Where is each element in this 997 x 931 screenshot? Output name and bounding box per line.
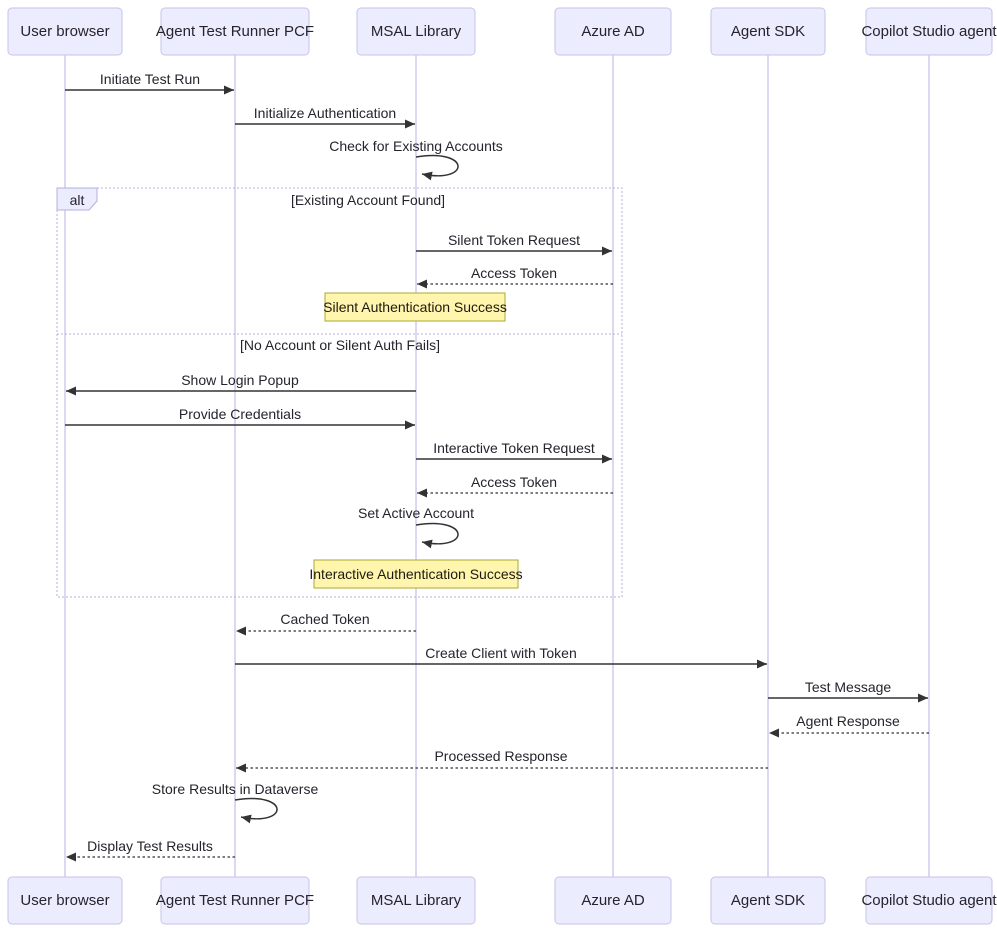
participant-label: Copilot Studio agent bbox=[861, 892, 997, 909]
participant-label: Azure AD bbox=[581, 892, 645, 909]
message-label: Display Test Results bbox=[87, 838, 213, 854]
message-label: Test Message bbox=[805, 679, 892, 695]
participant-agent-sdk-bottom bbox=[710, 876, 826, 925]
participant-agent-test-runner-pcf-top bbox=[160, 7, 310, 56]
alt-label-box bbox=[56, 187, 98, 211]
note-silent-authentication-success bbox=[324, 292, 506, 322]
message-label: Silent Token Request bbox=[448, 232, 580, 248]
messages: Initiate Test Run Initialize Authenticat… bbox=[65, 71, 929, 862]
participants-bottom: User browser Agent Test Runner PCF MSAL … bbox=[7, 876, 997, 925]
alt-guard-2: [No Account or Silent Auth Fails] bbox=[240, 337, 440, 353]
participant-azure-ad-bottom bbox=[554, 876, 672, 925]
self-loop-set-active-account bbox=[415, 522, 459, 549]
participants-top: User browser Agent Test Runner PCF MSAL … bbox=[7, 7, 997, 56]
message-label: Provide Credentials bbox=[179, 406, 301, 422]
participant-label: Agent Test Runner PCF bbox=[156, 23, 314, 40]
participant-label: User browser bbox=[20, 892, 109, 909]
alt-frame bbox=[56, 187, 623, 598]
participant-azure-ad-top bbox=[554, 7, 672, 56]
participant-msal-library-top bbox=[356, 7, 476, 56]
participant-agent-sdk-top bbox=[710, 7, 826, 56]
self-loop-check-for-existing-accounts bbox=[415, 154, 459, 181]
message-label: Show Login Popup bbox=[181, 372, 299, 388]
message-label: Set Active Account bbox=[358, 505, 474, 521]
participant-label: MSAL Library bbox=[371, 892, 462, 909]
message-label: Interactive Token Request bbox=[433, 440, 595, 456]
participant-copilot-studio-agent-top bbox=[865, 7, 993, 56]
participant-msal-library-bottom bbox=[356, 876, 476, 925]
message-label: Create Client with Token bbox=[425, 645, 576, 661]
participant-copilot-studio-agent-bottom bbox=[865, 876, 993, 925]
participant-label: MSAL Library bbox=[371, 23, 462, 40]
note-text: Interactive Authentication Success bbox=[309, 566, 522, 582]
message-label: Processed Response bbox=[434, 748, 567, 764]
alt-label: alt bbox=[70, 192, 85, 208]
message-label: Access Token bbox=[471, 265, 557, 281]
message-label: Agent Response bbox=[796, 713, 900, 729]
participant-label: Agent Test Runner PCF bbox=[156, 892, 314, 909]
note-interactive-authentication-success bbox=[313, 559, 519, 589]
message-label: Initialize Authentication bbox=[254, 105, 396, 121]
alt-guard-1: [Existing Account Found] bbox=[291, 192, 445, 208]
message-label: Access Token bbox=[471, 474, 557, 490]
message-label: Initiate Test Run bbox=[100, 71, 200, 87]
participant-label: User browser bbox=[20, 23, 109, 40]
participant-label: Azure AD bbox=[581, 23, 645, 40]
notes: Silent Authentication Success Interactiv… bbox=[309, 292, 523, 589]
message-label: Check for Existing Accounts bbox=[329, 138, 503, 154]
participant-user-browser-top bbox=[7, 7, 123, 56]
participant-label: Agent SDK bbox=[731, 23, 805, 40]
message-label: Store Results in Dataverse bbox=[152, 781, 319, 797]
participant-agent-test-runner-pcf-bottom bbox=[160, 876, 310, 925]
message-label: Cached Token bbox=[280, 611, 369, 627]
participant-label: Copilot Studio agent bbox=[861, 23, 997, 40]
participant-label: Agent SDK bbox=[731, 892, 805, 909]
note-text: Silent Authentication Success bbox=[323, 299, 507, 315]
participant-user-browser-bottom bbox=[7, 876, 123, 925]
self-loop-store-results-in-dataverse bbox=[234, 797, 278, 824]
